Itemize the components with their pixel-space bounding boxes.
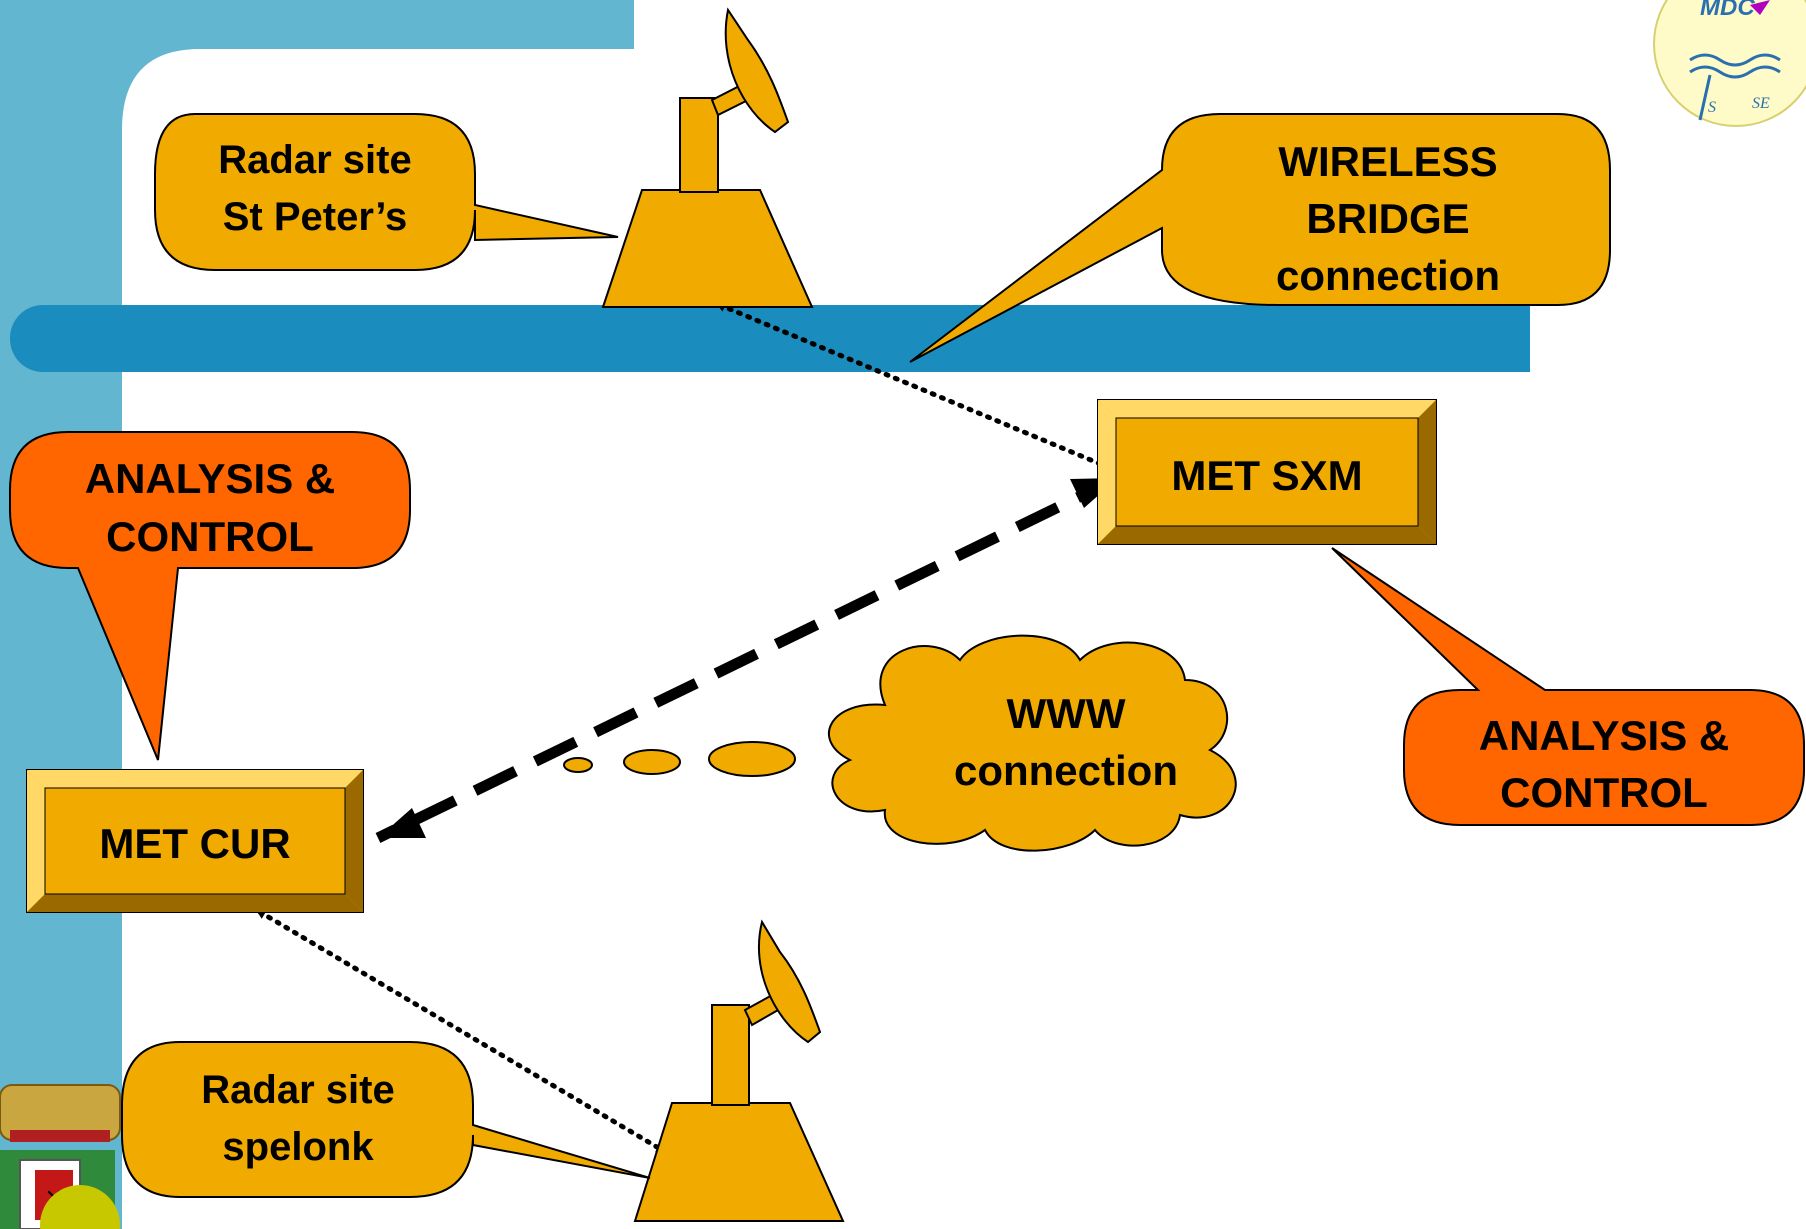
callout-spelonk-line1: Radar site <box>201 1068 394 1112</box>
callout-st-peters-line1: Radar site <box>218 138 411 182</box>
radar-tower-bottom-icon <box>633 919 845 1222</box>
dotted-link-st-peters-sxm <box>715 302 1115 471</box>
callout-radar-spelonk: Radar site spelonk <box>121 1041 651 1198</box>
horizontal-band <box>10 305 1564 372</box>
www-line2: connection <box>954 747 1178 794</box>
connections <box>255 302 1121 1153</box>
callout-wireless-line2: BRIDGE <box>1306 195 1469 242</box>
callout-wireless-line3: connection <box>1276 252 1500 299</box>
dashed-link-sxm-cur <box>375 473 1121 843</box>
arrowhead-cur <box>378 808 426 838</box>
coat-of-arms-icon: ✕ <box>0 1084 121 1229</box>
mdc-logo-icon: MDC S SE <box>1653 0 1806 127</box>
logo-s-text: S <box>1708 99 1716 116</box>
met-cur-box[interactable]: MET CUR <box>26 769 364 913</box>
callout-analysis-control-right: ANALYSIS & CONTROL <box>1331 547 1805 826</box>
www-cloud: WWW connection <box>563 634 1237 852</box>
band-right-cut <box>1530 300 1610 380</box>
radar-tower-top-icon <box>601 7 814 308</box>
callout-analysis-control-left: ANALYSIS & CONTROL <box>9 431 411 761</box>
dotted-link-cur-spelonk <box>255 909 667 1153</box>
logo-text: MDC <box>1700 0 1755 21</box>
callout-wireless-line1: WIRELESS <box>1278 138 1497 185</box>
callout-st-peters-line2: St Peter’s <box>223 195 408 239</box>
callout-spelonk-line2: spelonk <box>222 1125 374 1169</box>
met-sxm-box[interactable]: MET SXM <box>1097 399 1437 545</box>
callout-ac-left-line1: ANALYSIS & <box>85 455 336 502</box>
logo-se-text: SE <box>1752 95 1770 112</box>
www-line1: WWW <box>1007 690 1126 737</box>
callout-radar-st-peters: Radar site St Peter’s <box>154 113 619 271</box>
met-sxm-label: MET SXM <box>1171 452 1362 499</box>
callout-ac-right-line1: ANALYSIS & <box>1479 712 1730 759</box>
callout-ac-right-line2: CONTROL <box>1500 769 1708 816</box>
callout-wireless-bridge: WIRELESS BRIDGE connection <box>909 113 1611 363</box>
met-cur-label: MET CUR <box>99 820 290 867</box>
callout-ac-left-line2: CONTROL <box>106 513 314 560</box>
